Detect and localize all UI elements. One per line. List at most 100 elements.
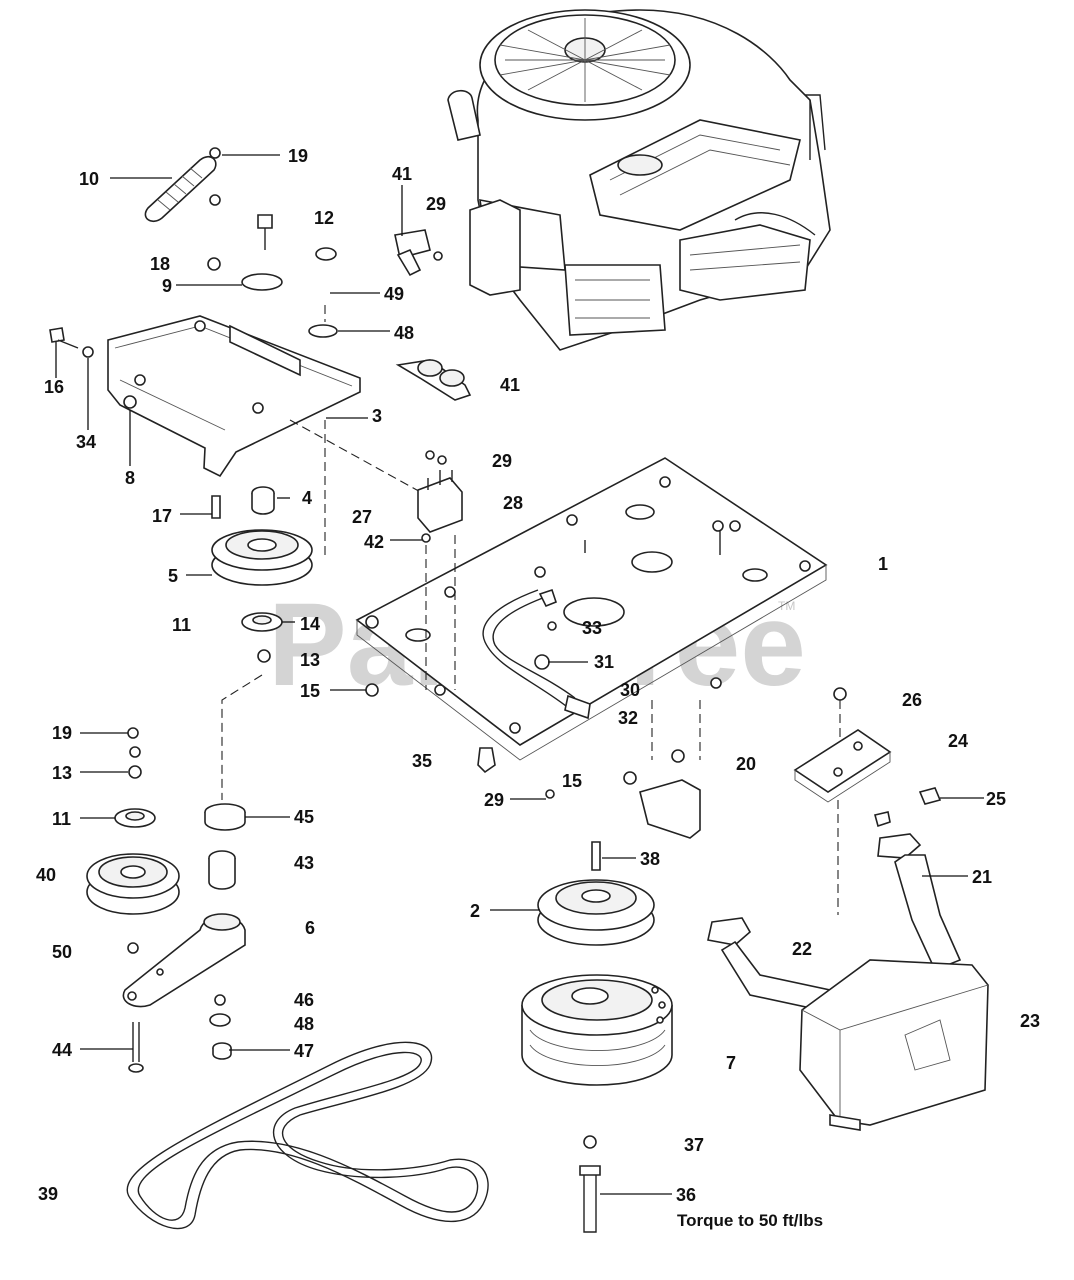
washer-34 <box>82 346 94 358</box>
callout-6: 6 <box>305 918 315 938</box>
callout-26: 26 <box>902 690 922 710</box>
muffler <box>707 833 989 1131</box>
callout-48-upper: 48 <box>394 323 414 343</box>
callout-14: 14 <box>300 614 320 634</box>
nut-19-top <box>209 147 221 159</box>
washer-46 <box>214 994 226 1006</box>
bushing-45 <box>204 803 246 831</box>
callout-10: 10 <box>79 169 99 189</box>
callout-19-lower: 19 <box>52 723 72 743</box>
callout-43: 43 <box>294 853 314 873</box>
callout-1: 1 <box>878 554 888 574</box>
watermark-trademark: TM <box>778 599 795 613</box>
callout-31: 31 <box>594 652 614 672</box>
fuel-hose <box>482 588 591 720</box>
washer-42 <box>421 533 431 543</box>
bolt-top-15 <box>365 615 379 629</box>
callout-34: 34 <box>76 432 96 452</box>
idler-arm-6 <box>122 913 246 1008</box>
callout-13-upper: 13 <box>300 650 320 670</box>
bolt-44 <box>128 1022 144 1073</box>
fuel-fitting-top <box>394 229 443 277</box>
nut-13-top <box>257 649 271 663</box>
callout-46: 46 <box>294 990 314 1010</box>
electric-clutch-7 <box>521 974 673 1086</box>
callout-20: 20 <box>736 754 756 774</box>
callout-25: 25 <box>986 789 1006 809</box>
nut-26 <box>833 687 847 701</box>
callout-44: 44 <box>52 1040 72 1060</box>
callout-28: 28 <box>503 493 523 513</box>
callout-4: 4 <box>302 488 312 508</box>
callout-15-right: 15 <box>562 771 582 791</box>
callout-8: 8 <box>125 468 135 488</box>
bushing-12 <box>315 247 337 261</box>
callout-27: 27 <box>352 507 372 527</box>
callout-2: 2 <box>470 901 480 921</box>
bolt-lower-24 <box>874 811 891 828</box>
washer-48-top <box>308 324 338 338</box>
callout-13-lower: 13 <box>52 763 72 783</box>
clamp-33 <box>547 621 557 631</box>
callout-7: 7 <box>726 1053 736 1073</box>
nut-13-lower <box>128 765 142 779</box>
drive-belt-39 <box>126 1041 489 1230</box>
callout-19-upper: 19 <box>288 146 308 166</box>
callout-16: 16 <box>44 377 64 397</box>
callout-38: 38 <box>640 849 660 869</box>
callout-50: 50 <box>52 942 72 962</box>
spacer-43 <box>208 850 236 890</box>
callout-18: 18 <box>150 254 170 274</box>
callout-35: 35 <box>412 751 432 771</box>
callout-15-left: 15 <box>300 681 320 701</box>
callout-11-lower: 11 <box>52 809 71 829</box>
callout-49: 49 <box>384 284 404 304</box>
drive-pulley-2 <box>537 879 655 946</box>
callout-23: 23 <box>1020 1011 1040 1031</box>
nut-18 <box>207 257 221 271</box>
bushing-47 <box>212 1042 232 1060</box>
washer-lower <box>129 746 141 758</box>
callout-41-upper: 41 <box>392 164 412 184</box>
bolt-16 <box>49 327 79 349</box>
callout-21: 21 <box>972 867 992 887</box>
pin-17 <box>211 495 221 519</box>
callout-29-lower: 29 <box>484 790 504 810</box>
spring <box>144 155 217 223</box>
idler-bracket <box>107 315 361 478</box>
nut-29-lower <box>545 789 555 799</box>
callout-40: 40 <box>36 865 56 885</box>
bearing-14 <box>241 612 283 632</box>
callout-24: 24 <box>948 731 968 751</box>
idler-pulley-5 <box>211 529 313 586</box>
spacer-8 <box>123 395 137 409</box>
bolt-35 <box>477 747 496 774</box>
callout-48-lower: 48 <box>294 1014 314 1034</box>
callout-12: 12 <box>314 208 334 228</box>
bolt-upper <box>257 214 273 250</box>
callout-29-engine: 29 <box>426 194 446 214</box>
callout-47: 47 <box>294 1041 314 1061</box>
callout-37: 37 <box>684 1135 704 1155</box>
callout-39: 39 <box>38 1184 58 1204</box>
callout-17: 17 <box>152 506 172 526</box>
callout-5: 5 <box>168 566 178 586</box>
callout-11-upper: 11 <box>172 615 191 635</box>
callout-29-relay: 29 <box>492 451 512 471</box>
engine-illustration <box>447 9 831 351</box>
bolt-36 <box>579 1165 601 1233</box>
washer-48-lower <box>209 1013 231 1027</box>
callout-32: 32 <box>618 708 638 728</box>
washer-9 <box>241 273 283 291</box>
washer-37 <box>583 1135 597 1149</box>
callout-3: 3 <box>372 406 382 426</box>
callout-36: 36 <box>676 1185 696 1205</box>
engine-mount-plate <box>355 457 828 761</box>
relay-switch <box>417 450 463 533</box>
nut-upper <box>209 194 221 206</box>
callout-30: 30 <box>620 680 640 700</box>
nut-19-lower <box>127 727 139 739</box>
bolt-25 <box>918 787 942 805</box>
callout-labels: 1 2 3 4 5 6 7 8 9 10 11 11 12 13 13 14 1… <box>36 146 1040 1205</box>
